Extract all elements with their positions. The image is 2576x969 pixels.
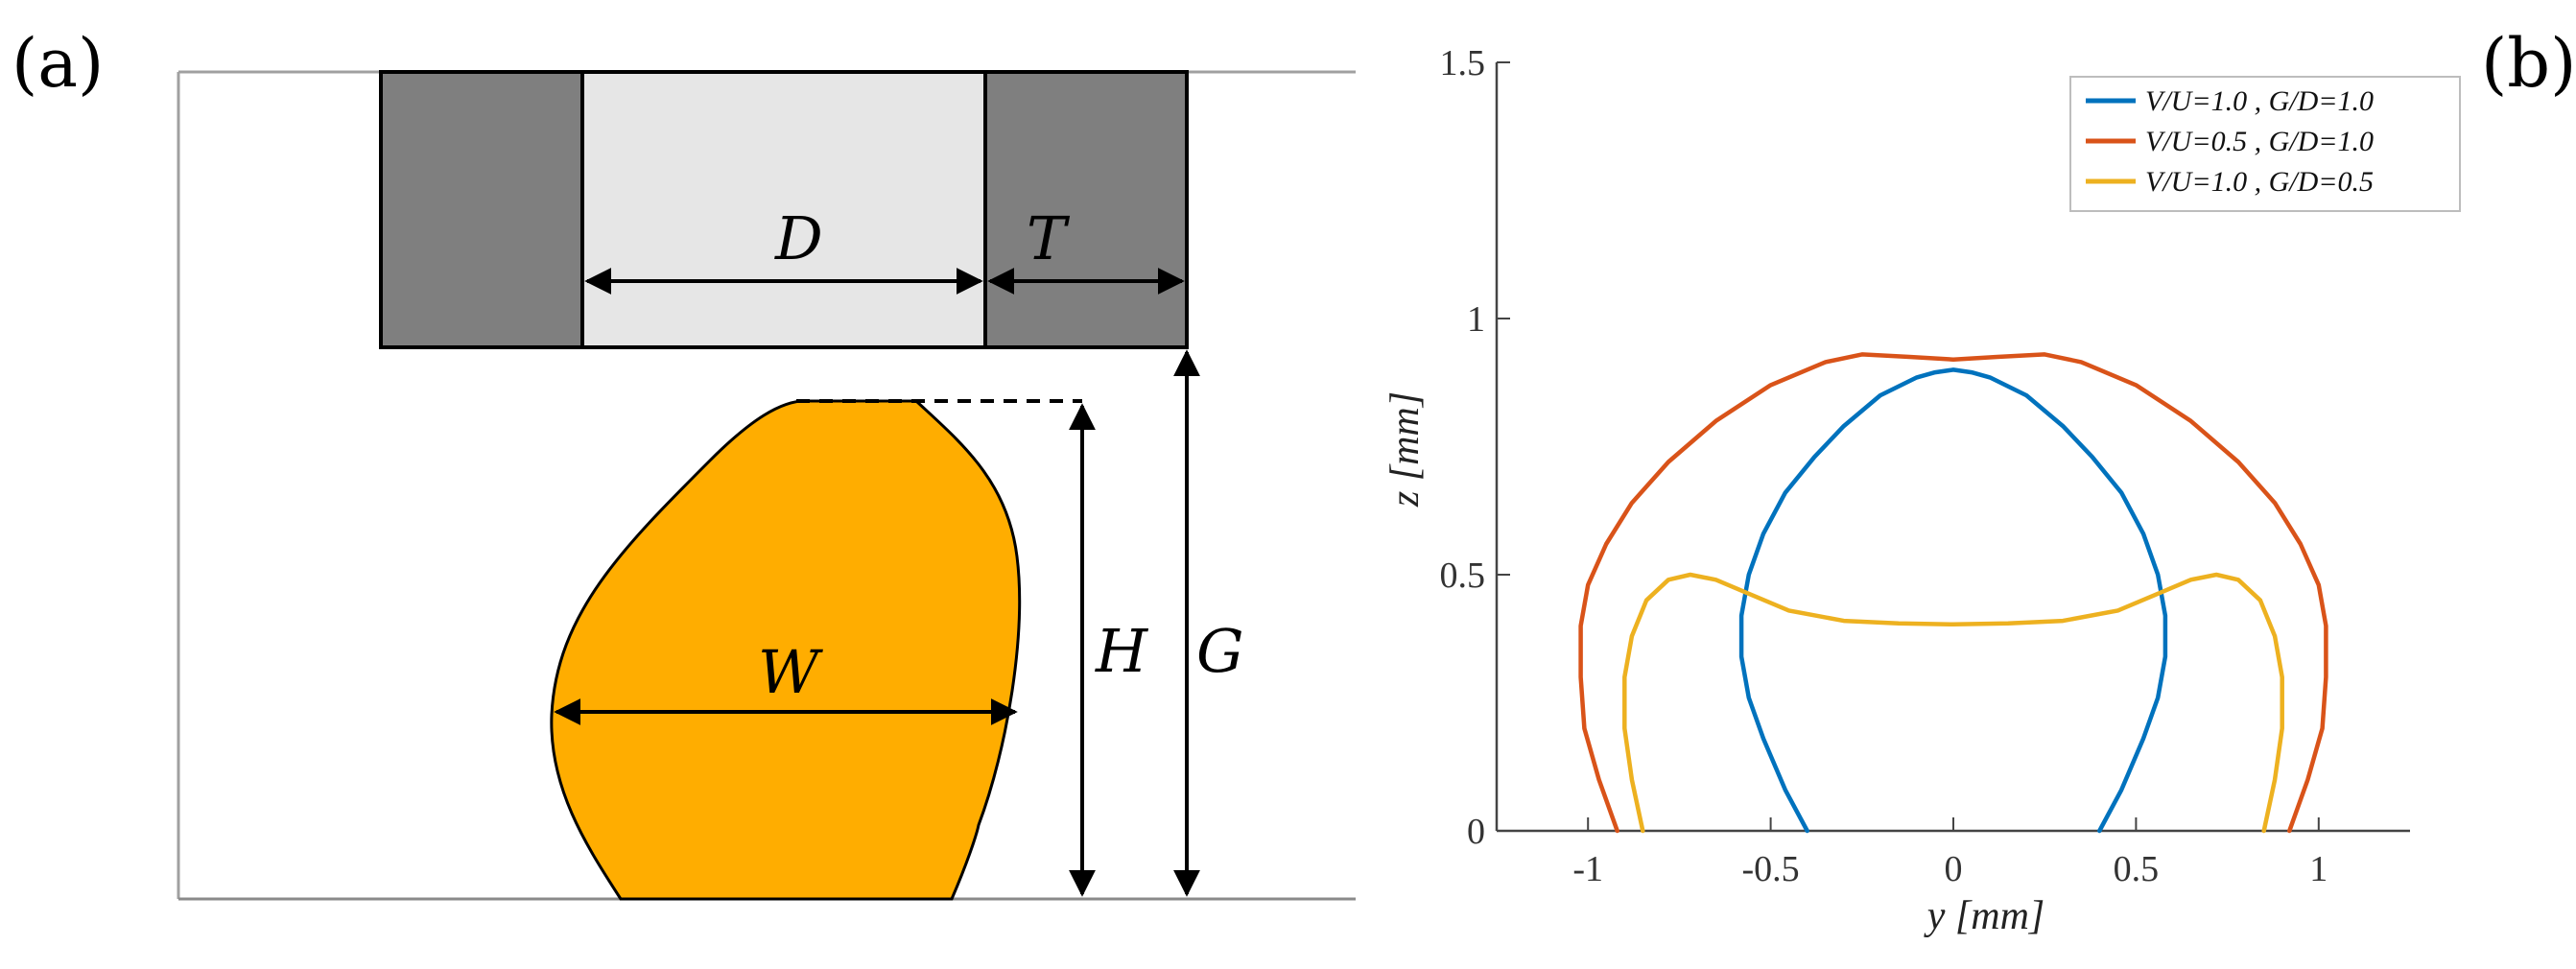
x-tick-label: 0.5	[2114, 849, 2160, 889]
dimension-label-h: H	[1095, 616, 1149, 686]
panel-a-label: (a)	[12, 24, 104, 103]
dimension-label-d: D	[774, 203, 823, 273]
series-lines	[1578, 352, 2328, 834]
nozzle-bore	[580, 70, 987, 349]
y-tick-label: 0	[1467, 812, 1485, 852]
legend-entry-label: V/U=1.0 , G/D=0.5	[2145, 166, 2374, 198]
x-tick-label: 0	[1945, 849, 1963, 889]
x-tick-label: -0.5	[1742, 849, 1800, 889]
y-axis-label: z [mm]	[1383, 391, 1428, 508]
dimension-label-w: W	[758, 637, 823, 707]
legend-entry-label: V/U=1.0 , G/D=1.0	[2145, 85, 2374, 117]
y-ticks: 0 0.5 1 1.5	[1440, 43, 1510, 852]
panel-b-label: (b)	[2481, 24, 2576, 103]
x-axis-label: y [mm]	[1924, 894, 2045, 938]
panel-a-schematic: (a) D T W H G	[12, 24, 1356, 901]
legend-entries: V/U=1.0 , G/D=1.0V/U=0.5 , G/D=1.0V/U=1.…	[2086, 85, 2374, 198]
extruded-bead	[550, 399, 1022, 901]
x-ticks: -1 -0.5 0 0.5 1	[1572, 817, 2328, 889]
series-line	[1622, 572, 2284, 834]
y-tick-label: 1	[1467, 299, 1485, 340]
x-tick-label: -1	[1572, 849, 1603, 889]
dimension-label-t: T	[1027, 203, 1071, 273]
x-tick-label: 1	[2309, 849, 2328, 889]
series-line	[1578, 352, 2328, 834]
legend: V/U=1.0 , G/D=1.0V/U=0.5 , G/D=1.0V/U=1.…	[2069, 76, 2461, 212]
nozzle-wall-left	[379, 70, 584, 349]
y-tick-label: 1.5	[1440, 43, 1486, 83]
panel-b-chart: (b) -1 -0.5 0 0.5 1 0 0.5 1 1.5 y [mm] z [mm] V…	[1383, 24, 2576, 938]
dimension-label-g: G	[1196, 616, 1244, 686]
y-tick-label: 0.5	[1440, 555, 1486, 596]
legend-entry-label: V/U=0.5 , G/D=1.0	[2145, 126, 2374, 157]
series-line	[1738, 367, 2168, 834]
nozzle-wall-right	[983, 70, 1189, 349]
